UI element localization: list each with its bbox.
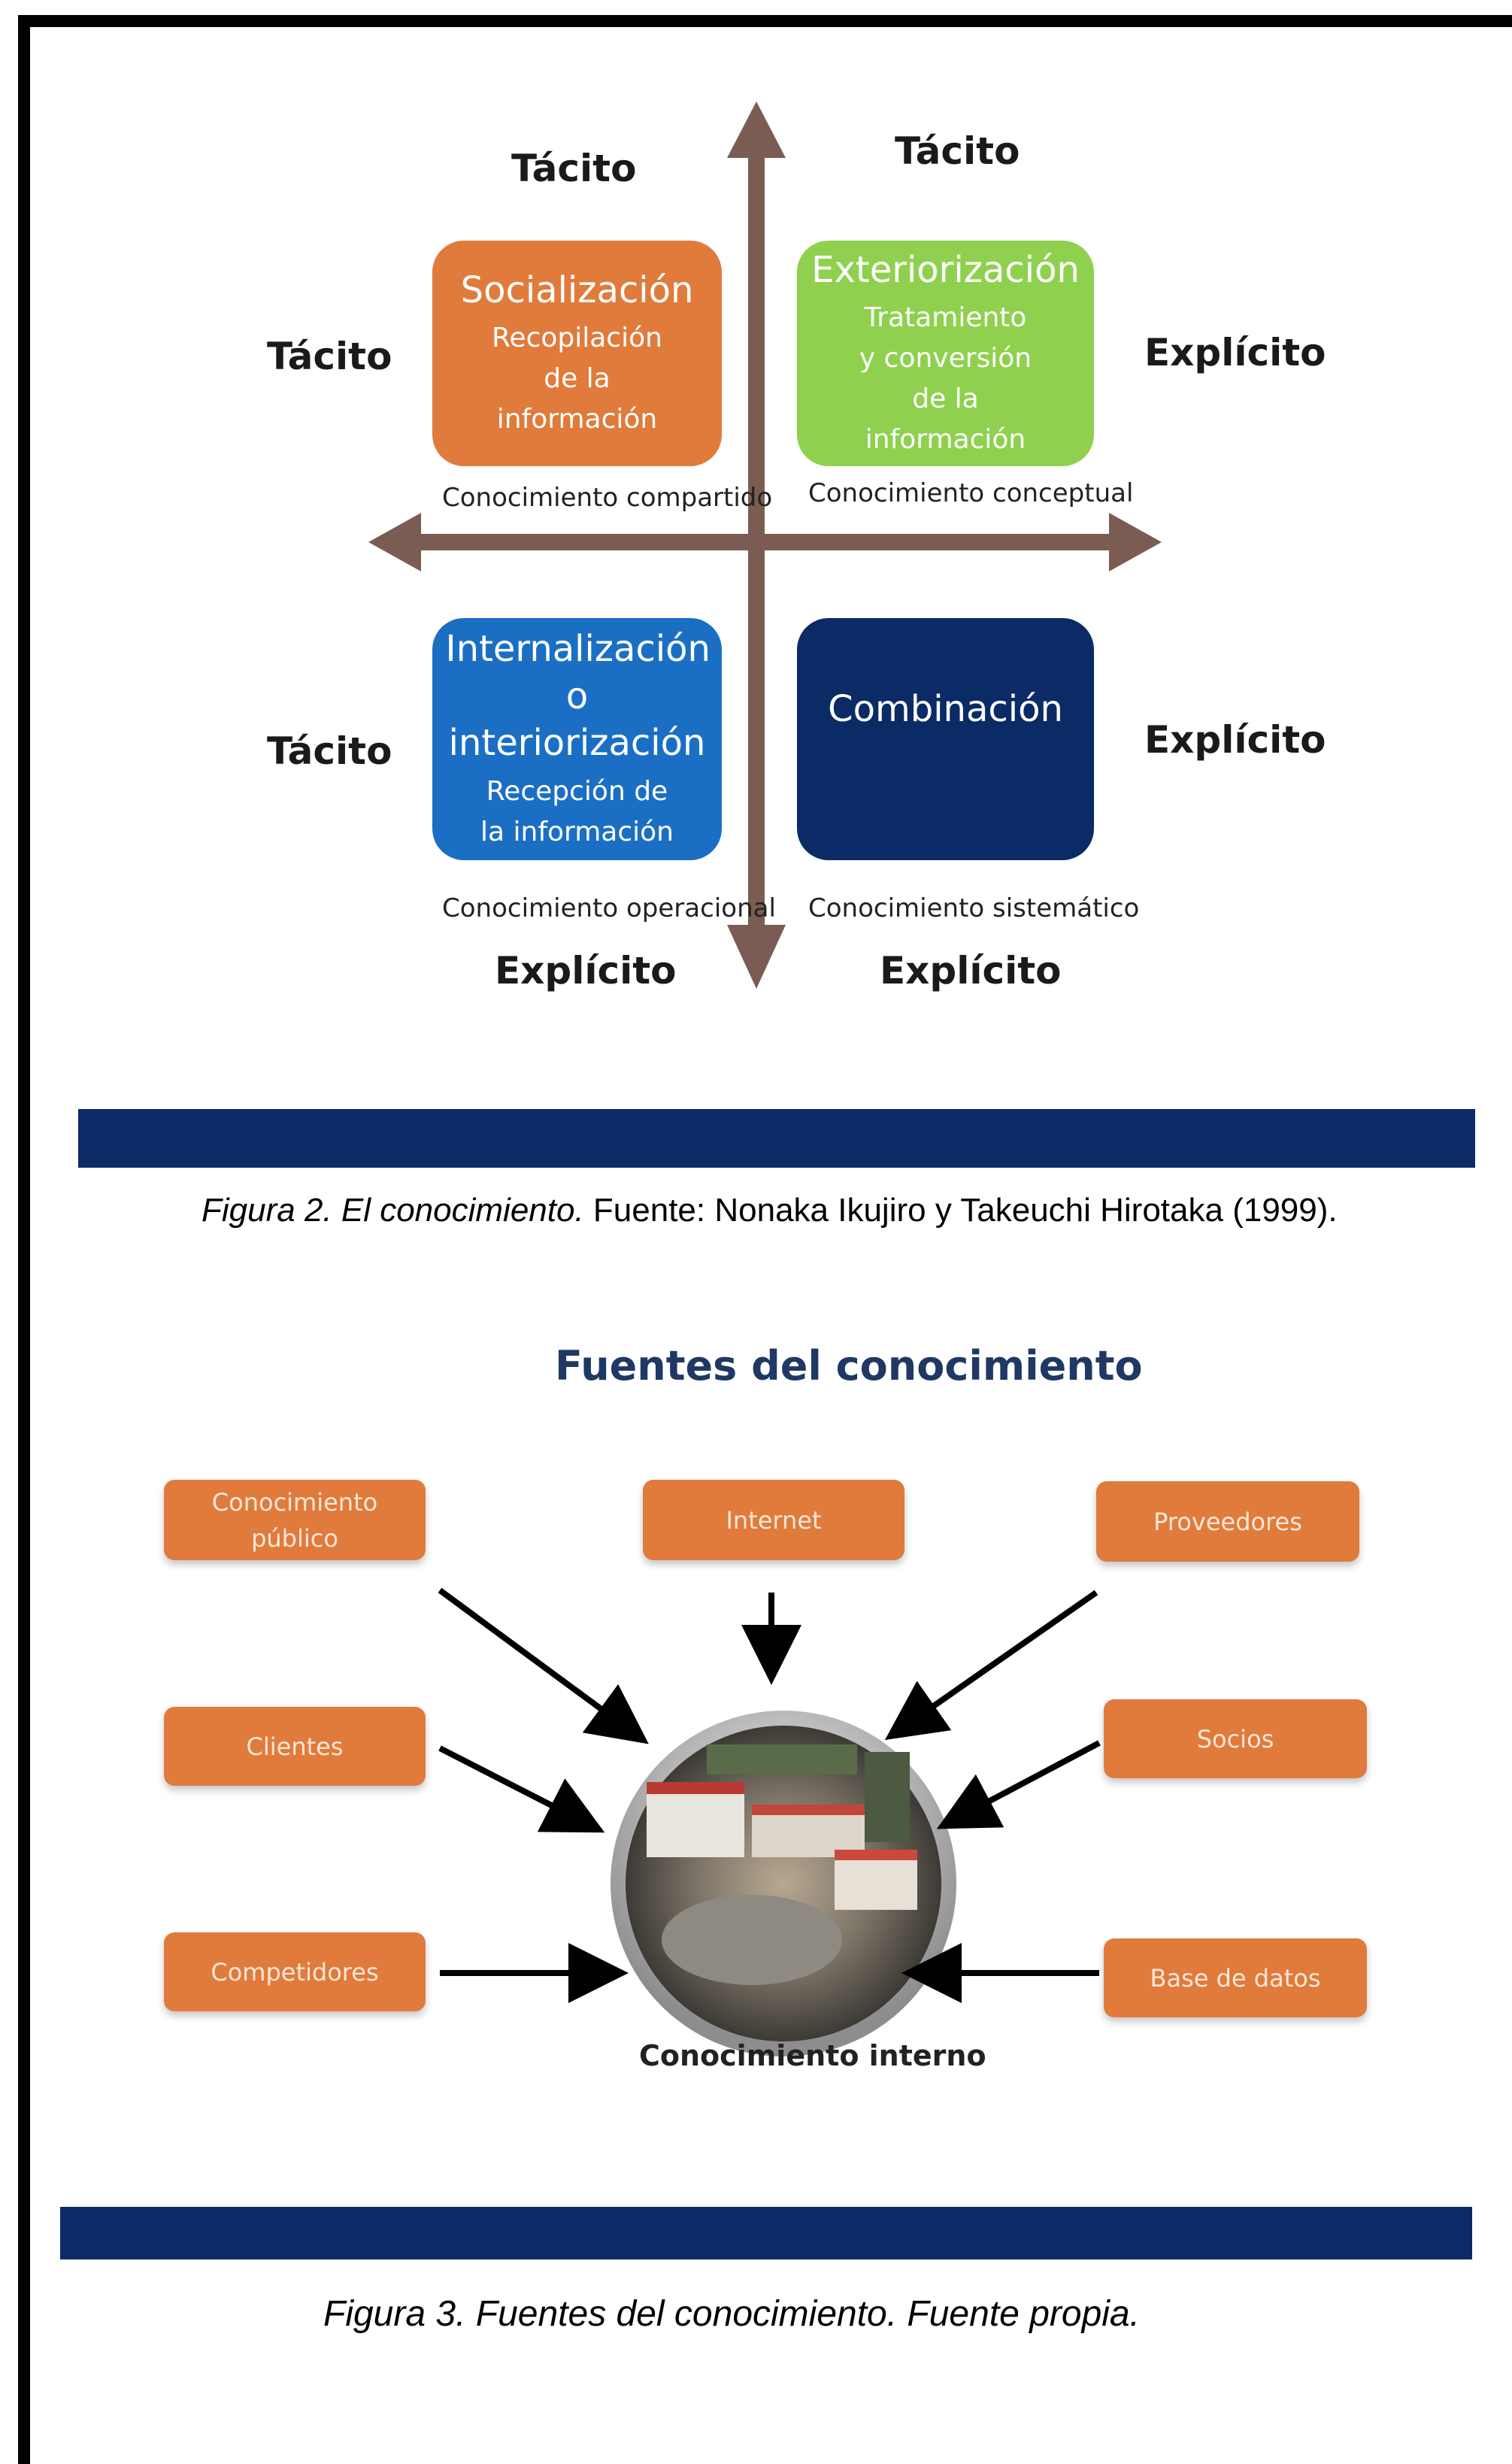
source-clientes: Clientes [164,1707,426,1786]
quadrant-subtitle: Recopilación de la información [492,323,662,435]
quadrant-title: Internalización o interiorización [445,628,711,765]
center-label-conocimiento-interno: Conocimiento interno [639,2039,986,2072]
axis-label-bottom-left: Explícito [495,949,677,993]
quadrant-title: Socialización [460,268,694,311]
figure2-caption-source: Fuente: Nonaka Ikujiro y Takeuchi Hirota… [583,1192,1338,1229]
quadrant-title: Exteriorización [811,248,1080,291]
figure3-caption-text: Figura 3. Fuentes del conocimiento. Fuen… [323,2294,1140,2334]
source-proveedores: Proveedores [1096,1481,1359,1562]
caption-conocimiento-operacional: Conocimiento operacional [442,893,776,923]
source-arrows [438,1587,1101,2003]
figure2-caption: Figura 2. El conocimiento. Fuente: Nonak… [201,1192,1338,1229]
axis-label-right-lower: Explícito [1144,718,1326,762]
page-frame [18,15,1512,2464]
vertical-axis-arrow [727,102,786,989]
arrow-clientes [438,1745,605,1833]
caption-conocimiento-sistematico: Conocimiento sistemático [808,893,1140,923]
quadrant-internalizacion: Internalización o interiorización Recepc… [432,618,722,860]
figure2-caption-label: Figura 2. El conocimiento. [201,1192,584,1229]
quadrant-socializacion: Socialización Recopilación de la informa… [432,241,722,466]
figure3-band [60,2207,1472,2259]
quadrant-combinacion: Combinación [797,618,1094,860]
horizontal-axis-arrow [368,513,1162,571]
axis-label-top-right: Tácito [895,129,1020,173]
axis-label-bottom-right: Explícito [880,949,1062,993]
arrow-socios [936,1740,1101,1829]
caption-conocimiento-conceptual: Conocimiento conceptual [808,478,1134,508]
axis-label-right-upper: Explícito [1144,331,1326,374]
axis-label-left-upper: Tácito [267,335,392,378]
quadrant-exteriorizacion: Exteriorización Tratamiento y conversión… [797,241,1094,466]
quadrant-subtitle: Tratamiento y conversión de la informaci… [859,302,1032,456]
arrow-conocimiento-publico [438,1587,649,1744]
source-internet: Internet [643,1480,904,1560]
figure2-band [78,1109,1475,1168]
source-conocimiento-publico: Conocimiento público [164,1480,426,1560]
caption-conocimiento-compartido: Conocimiento compartido [442,483,773,513]
figure3-title: Fuentes del conocimiento [555,1342,1143,1390]
quadrant-title: Combinación [828,688,1063,730]
axis-label-left-lower: Tácito [267,729,392,773]
quadrant-subtitle: Recepción de la información [480,775,674,847]
axis-label-top-left: Tácito [511,147,637,190]
source-socios: Socios [1104,1699,1367,1778]
arrow-proveedores [884,1590,1098,1741]
source-competidores: Competidores [164,1932,426,2011]
internal-knowledge-photo [611,1711,956,2056]
figure3-caption: Figura 3. Fuentes del conocimiento. Fuen… [323,2293,1140,2335]
source-base-de-datos: Base de datos [1104,1938,1367,2017]
